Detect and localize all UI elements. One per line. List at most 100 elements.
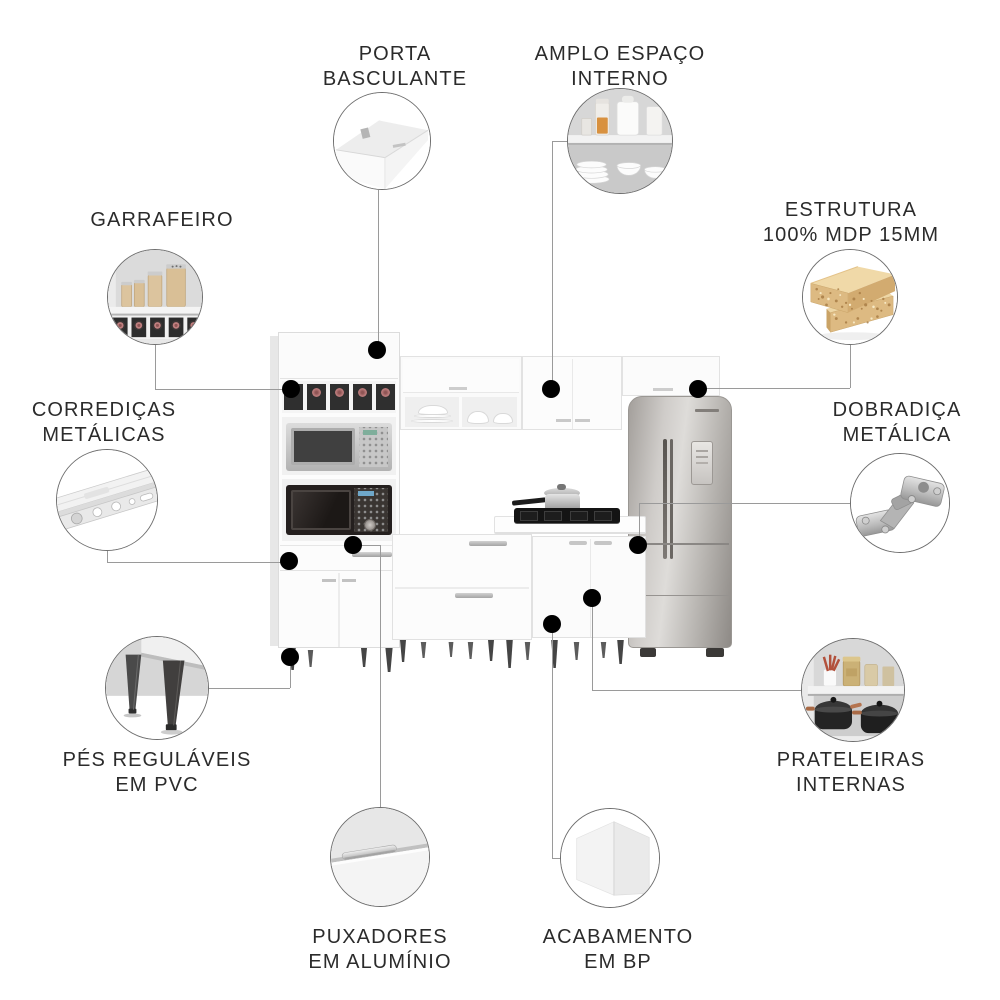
cabinet-foot [385, 648, 393, 672]
feature-dot-porta-basculante [368, 341, 386, 359]
door-divider [572, 359, 573, 429]
feature-dot-estrutura [689, 380, 707, 398]
door-handle [322, 579, 336, 582]
cabinet-foot [307, 650, 314, 667]
corredicas-photo [56, 449, 158, 551]
adjustable-feet-detail [106, 637, 208, 739]
cabinet-foot [506, 640, 513, 668]
feature-dot-pes [281, 648, 299, 666]
wine-rack-cell [330, 384, 349, 410]
prateleiras-photo [801, 638, 905, 742]
acabamento-photo [560, 808, 660, 908]
fridge-brand-mark [695, 409, 719, 412]
feature-dot-corredicas [280, 552, 298, 570]
callout-label-amplo-espaco: AMPLO ESPAÇO INTERNO [534, 43, 706, 90]
cabinet-foot [573, 642, 580, 660]
bowl [467, 411, 489, 424]
fridge-dispenser [691, 441, 713, 485]
estrutura-mdp-photo [802, 249, 898, 345]
connector-line [639, 503, 850, 504]
connector-line [698, 388, 850, 389]
connector-line [378, 190, 379, 350]
cooktop-grate [544, 511, 562, 521]
wall-shelf-top-panel [403, 359, 519, 393]
cooktop-grate [520, 511, 538, 521]
connector-line [290, 657, 291, 688]
door-handle [569, 541, 587, 545]
drawer-slide-detail [57, 450, 157, 550]
microwave-control-panel [359, 427, 388, 467]
connector-line [380, 545, 381, 807]
plate-stack [411, 419, 453, 423]
connector-line [850, 345, 851, 388]
drawer-split [395, 587, 529, 589]
dispenser-line [696, 450, 708, 452]
drawer-handle [352, 552, 392, 557]
feature-dot-prateleiras [583, 589, 601, 607]
wine-bottle [312, 388, 321, 397]
connector-line [209, 688, 290, 689]
callout-label-porta-basculante: PORTA BASCULANTE [322, 43, 468, 90]
door-divider [590, 539, 591, 637]
shelf-divider [459, 397, 462, 427]
hinge-detail [851, 454, 949, 552]
oven-window [291, 490, 351, 530]
cabinet-foot [400, 640, 406, 662]
tall-cabinet-drawer [280, 545, 398, 571]
feature-dot-amplo-espaco [542, 380, 560, 398]
pot-lid-knob [557, 484, 566, 490]
dispenser-line [696, 456, 708, 458]
wine-rack-cell [353, 384, 372, 410]
feature-dot-dobradica [629, 536, 647, 554]
freezer-seam [631, 595, 729, 596]
callout-label-garrafeiro: GARRAFEIRO [90, 209, 234, 231]
amplo-espaco-photo [567, 88, 673, 194]
oven-display [358, 491, 374, 496]
flip-door-detail [334, 93, 430, 189]
cabinet-foot [617, 640, 624, 664]
drawer-handle [469, 541, 507, 546]
pan-handle [511, 497, 547, 506]
cooktop-grate [594, 511, 612, 521]
cabinet-foot [361, 648, 367, 667]
wall-shelf-cabinet [400, 356, 522, 430]
wine-bottle [381, 388, 390, 397]
callout-label-acabamento: ACABAMENTO EM BP [542, 926, 694, 973]
cabinet-foot [551, 640, 558, 668]
pes-regulaveis-photo [105, 636, 209, 740]
black-microwave-oven [286, 485, 392, 535]
freezer-seam [631, 543, 729, 545]
interior-space-detail [568, 89, 672, 193]
connector-line [353, 545, 380, 546]
door-handle [556, 419, 571, 422]
wine-rack-cell [376, 384, 395, 410]
callout-label-corredicas: CORREDIÇAS METÁLICAS [31, 399, 177, 446]
connector-line [552, 141, 567, 142]
cabinet-foot [420, 642, 427, 658]
internal-shelves-detail [802, 639, 904, 741]
callout-label-prateleiras: PRATELEIRAS INTERNAS [776, 749, 926, 796]
aluminum-handle-detail [331, 808, 429, 906]
wine-bottle [335, 388, 344, 397]
dobradica-photo [850, 453, 950, 553]
microwave-display [363, 430, 377, 435]
wine-rack-cell [307, 384, 326, 410]
pot-lid [544, 488, 580, 498]
callout-label-puxadores: PUXADORES EM ALUMÍNIO [308, 926, 452, 973]
connector-line [107, 562, 289, 563]
connector-line [592, 598, 593, 690]
drawer-handle [455, 593, 493, 598]
garrafeiro-photo [107, 249, 203, 345]
fridge-foot [640, 648, 656, 657]
tall-cabinet-side-panel [270, 336, 279, 646]
door-handle [653, 388, 673, 391]
fridge-handle [663, 439, 667, 559]
callout-label-pes: PÉS REGULÁVEIS EM PVC [62, 749, 252, 796]
oven-knob [364, 519, 376, 531]
cabinet-foot [488, 640, 494, 661]
base-drawers-unit [392, 534, 532, 640]
connector-line [107, 551, 108, 562]
bp-finish-detail [561, 809, 659, 907]
